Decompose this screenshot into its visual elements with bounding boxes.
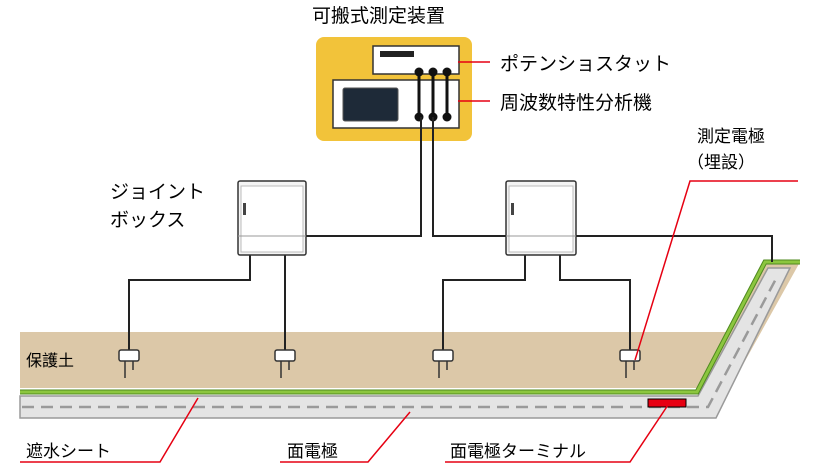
electrode-label-line2: （埋設） — [687, 153, 755, 173]
plane-electrode-dashes — [22, 274, 780, 409]
soil-label: 保護土 — [26, 351, 74, 370]
waterproof-sheet-label: 遮水シート — [26, 442, 111, 462]
electrode-label-line1: 測定電極 — [697, 127, 765, 147]
potentiostat-display — [380, 51, 414, 57]
device-label: 可搬式測定装置 — [312, 5, 445, 27]
analyzer-label: 周波数特性分析機 — [500, 92, 652, 114]
monitor-screen-icon — [342, 87, 399, 122]
potentiostat-label: ポテンショスタット — [500, 53, 671, 75]
joint-box-left — [237, 180, 307, 256]
plane-electrode-label: 面電極 — [287, 442, 338, 462]
plane-electrode-layer — [19, 267, 792, 419]
portable-measuring-device — [316, 37, 472, 141]
joint-box-label-line2: ボックス — [110, 209, 185, 231]
ground-layers — [19, 259, 800, 419]
soil-layer — [20, 262, 800, 388]
joint-box-label-line1: ジョイント — [110, 181, 205, 203]
leader-lines — [20, 61, 798, 463]
joint-box-right — [505, 180, 577, 256]
cables — [128, 117, 773, 350]
terminal-label: 面電極ターミナル — [450, 442, 586, 462]
